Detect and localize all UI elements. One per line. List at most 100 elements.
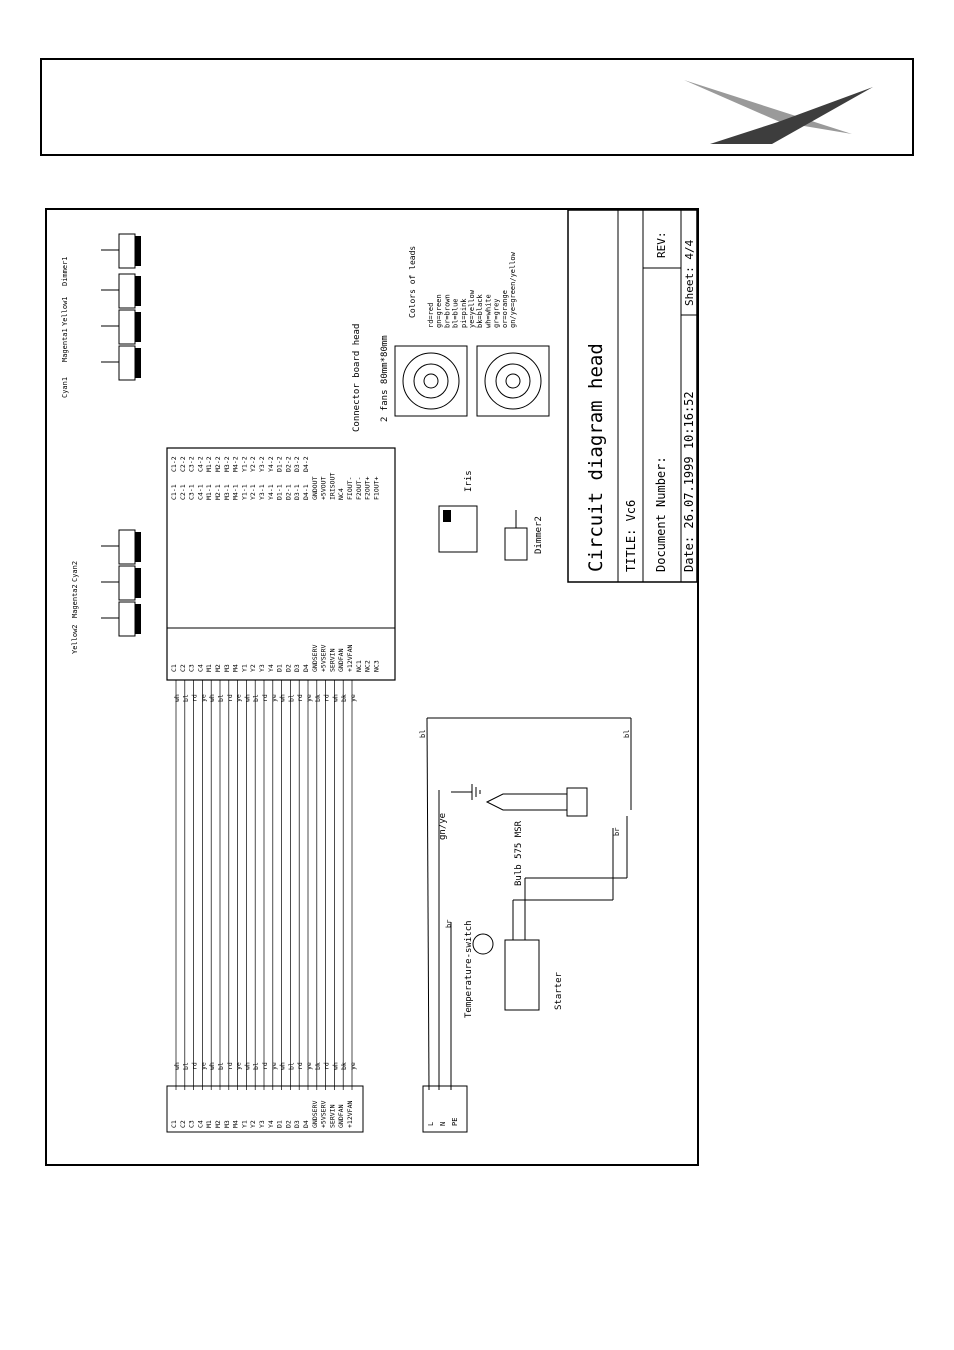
wire-color-label: wh: [173, 694, 181, 702]
wire-color-label: bk: [340, 1062, 348, 1070]
wire-color-label: bl: [217, 1062, 225, 1070]
connector-pin-label: C2: [179, 664, 187, 672]
terminal-label: C2: [179, 1120, 187, 1128]
fan-2: [476, 345, 550, 417]
connector-pin-label: Y4: [267, 664, 275, 672]
title-block: Circuit diagram head TITLE: Vc6 Document…: [567, 209, 698, 583]
connector-pin-label: M2-2: [214, 456, 222, 472]
wire-color-label: ye: [199, 694, 207, 702]
connector-board: Connector board head 2 fans 80mm*80mm C1…: [166, 324, 396, 681]
terminal-label: C4: [196, 1120, 204, 1128]
connector-pin-label: D1-1: [276, 484, 284, 500]
connector-pin-label: D1-2: [276, 456, 284, 472]
connector-pin-label: C3: [188, 664, 196, 672]
connector-pin-label: M3: [223, 664, 231, 672]
terminal-label: M1: [205, 1120, 213, 1128]
connector-pin-label: C1-1: [170, 484, 178, 500]
wire-color-label: rd: [191, 694, 199, 702]
motor-label: Yellow2: [71, 624, 79, 654]
terminal-label: Y2: [249, 1120, 257, 1128]
connector-pin-label: D4-1: [302, 484, 310, 500]
wire-color-label: wh: [279, 1062, 287, 1070]
connector-pin-label: Y1-1: [240, 484, 248, 500]
connector-pin-label: GNDSERV: [311, 645, 319, 672]
connector-pin-label: C2-1: [179, 484, 187, 500]
connector-pin-label: +5VOUT: [320, 476, 328, 500]
connector-pin-label: D3: [293, 664, 301, 672]
connector-pin-label: NC3: [372, 660, 380, 672]
connector-pin-label: C4: [196, 664, 204, 672]
motor-band: [135, 532, 141, 562]
connector-pin-label: Y1: [240, 664, 248, 672]
wire-color-label: ye: [349, 1062, 357, 1070]
motor-body: [118, 601, 136, 637]
power-terminal-label: L: [427, 1122, 435, 1126]
motor-band: [135, 276, 141, 306]
motor-label: Cyan1: [61, 377, 69, 398]
terminal-label: D3: [293, 1120, 301, 1128]
legend-title: Colors of leads: [408, 246, 417, 318]
wire-color-label: wh: [208, 1062, 216, 1070]
wire-color-label: ye: [235, 694, 243, 702]
connector-pin-label: D2-2: [284, 456, 292, 472]
connector-pin-label: GNDOUT: [311, 476, 319, 500]
connector-pin-label: M4: [232, 664, 240, 672]
wire-color-label: ye: [305, 694, 313, 702]
terminal-label: M2: [214, 1120, 222, 1128]
connector-pin-label: +12VFAN: [346, 645, 354, 672]
connector-pin-label: C1: [170, 664, 178, 672]
terminal-label: GNDSERV: [311, 1101, 319, 1128]
wire-label: br: [613, 828, 621, 836]
terminal-strip: [166, 1085, 364, 1133]
wire-color-label: rd: [296, 694, 304, 702]
connector-pin-label: D3-1: [293, 484, 301, 500]
wire-color-label: rd: [226, 1062, 234, 1070]
terminal-label: D2: [284, 1120, 292, 1128]
motor-body: [118, 565, 136, 601]
legend-item: wh=white: [484, 294, 492, 328]
fans-label: 2 fans 80mm*80mm: [380, 335, 390, 422]
connector-pin-label: M2: [214, 664, 222, 672]
connector-pin-label: C3-1: [188, 484, 196, 500]
connector-pin-label: NC4: [337, 488, 345, 500]
wire-color-label: bk: [340, 694, 348, 702]
terminal-label: C1: [170, 1120, 178, 1128]
sheet-label: Sheet: 4/4: [683, 239, 696, 306]
temp-switch-label: Temperature-switch: [464, 920, 474, 1018]
connector-pin-label: Y3: [258, 664, 266, 672]
motor-label: Magenta1: [61, 328, 69, 362]
terminal-label: Y3: [258, 1120, 266, 1128]
connector-pin-label: D1: [276, 664, 284, 672]
wire-color-label: ye: [305, 1062, 313, 1070]
date-label: Date: 26.07.1999 10:16:52: [682, 391, 696, 572]
circuit-diagram: Circuit diagram head TITLE: Vc6 Document…: [61, 209, 698, 1133]
motor-body: [118, 345, 136, 381]
terminal-label: C3: [188, 1120, 196, 1128]
motor-label: Yellow1: [61, 296, 69, 326]
connector-pin-label: D4-2: [302, 456, 310, 472]
wire-label: bl: [623, 730, 631, 738]
connector-pin-label: M1: [205, 664, 213, 672]
connector-pin-label: Y4-1: [267, 484, 275, 500]
dimmer2-component: Dimmer2: [504, 510, 544, 561]
terminal-label: GNDFAN: [337, 1104, 345, 1128]
connector-pin-label: SERVIN: [328, 648, 336, 672]
legend-item: gn=green: [435, 294, 443, 328]
wire-label: br: [445, 920, 453, 928]
rev-label: REV:: [655, 232, 668, 259]
gnd-label: gn/ye: [438, 813, 448, 840]
title-line: TITLE: Vc6: [624, 500, 638, 572]
wire-label: bl: [419, 730, 427, 738]
wire-color-label: wh: [331, 694, 339, 702]
terminal-label: Y4: [267, 1120, 275, 1128]
motor-label: Magenta2: [71, 584, 79, 618]
wire-color-label: ye: [270, 1062, 278, 1070]
connector-pin-label: D2: [284, 664, 292, 672]
wire-color-label: rd: [323, 694, 331, 702]
connector-pin-label: Y2: [249, 664, 257, 672]
motor-band: [135, 568, 141, 598]
power-section: gn/ye Bulb 575 MSR Temperature-switch St…: [419, 717, 632, 1133]
motor-body: [118, 529, 136, 565]
connector-pin-label: M3-2: [223, 456, 231, 472]
